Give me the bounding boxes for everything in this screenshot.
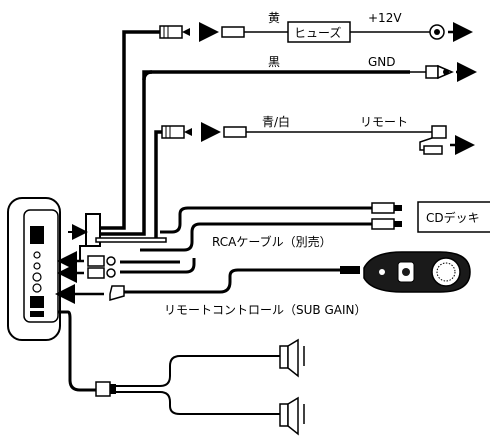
speaker-lower xyxy=(279,396,305,436)
gnd-label: GND xyxy=(368,55,396,69)
remote-control-label: リモートコントロール（SUB GAIN） xyxy=(164,303,366,317)
speaker-upper xyxy=(279,338,305,378)
yellow-wire-label: 黄 xyxy=(268,11,280,25)
black-wire-label: 黒 xyxy=(268,55,280,69)
fuse-label: ヒューズ xyxy=(294,25,341,40)
rca-cables xyxy=(57,202,402,283)
power-harness xyxy=(68,30,410,260)
ground-line xyxy=(142,62,477,82)
blue-white-wire-label: 青/白 xyxy=(262,114,290,129)
plus12v-label: +12V xyxy=(368,11,402,25)
remote-control xyxy=(55,251,471,304)
power-line-12v xyxy=(159,21,473,43)
cd-deck xyxy=(417,201,490,233)
remote-wire-label: リモート xyxy=(360,115,408,129)
amplifier-unit xyxy=(7,197,61,341)
cd-deck-label: CDデッキ xyxy=(426,210,480,225)
rca-cable-label: RCAケーブル（別売） xyxy=(212,234,332,249)
speaker-wiring xyxy=(58,310,280,415)
remote-line xyxy=(161,122,475,155)
